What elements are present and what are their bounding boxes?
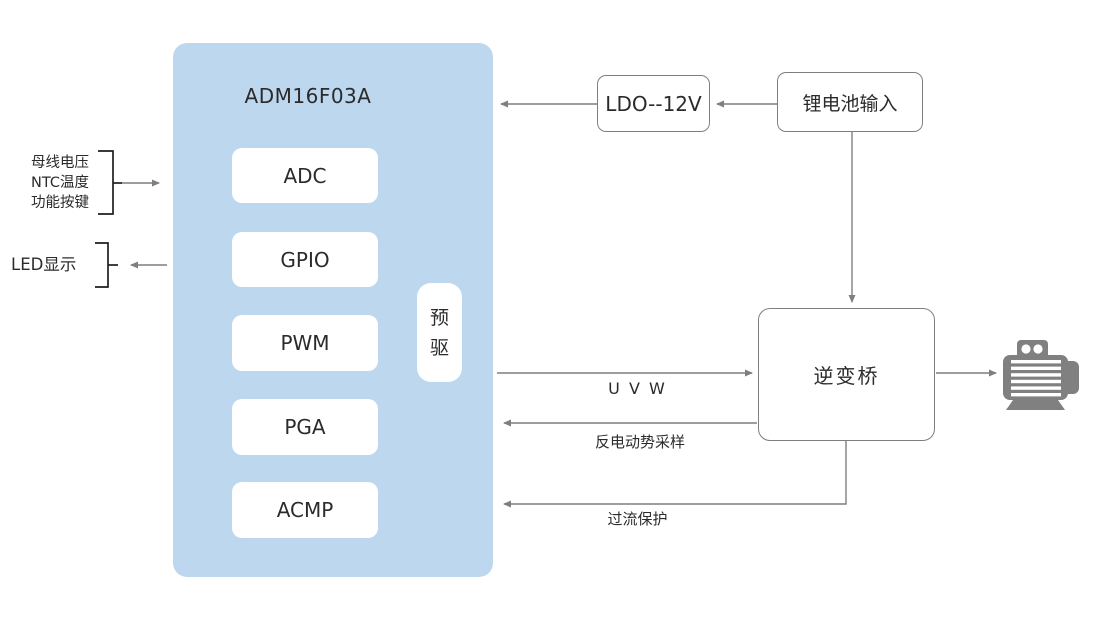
mcu-title: ADM16F03A <box>244 84 372 108</box>
battery-label: 锂电池输入 <box>802 92 898 115</box>
ocp-label: 过流保护 <box>607 510 668 528</box>
module-predriver: 预驱 <box>417 283 462 382</box>
mcu-block: ADM16F03A ADC GPIO PWM PGA ACMP 预驱 <box>173 43 493 577</box>
module-adc: ADC <box>232 148 378 203</box>
inverter-bridge-label: 逆变桥 <box>813 364 880 388</box>
input-signal-group: 母线电压 NTC温度 功能按键 <box>31 153 111 213</box>
inverter-bridge-box: 逆变桥 <box>758 308 935 441</box>
ldo-label: LDO--12V <box>605 91 702 116</box>
battery-input-box: 锂电池输入 <box>777 72 923 132</box>
predriver-label: 预驱 <box>429 306 449 359</box>
module-gpio: GPIO <box>232 232 378 287</box>
motor-icon <box>1003 340 1079 410</box>
module-pga: PGA <box>232 399 378 455</box>
module-pwm: PWM <box>232 315 378 371</box>
ldo-box: LDO--12V <box>597 75 710 132</box>
uvw-label: U V W <box>608 379 667 398</box>
led-display-label: LED显示 <box>11 255 77 274</box>
input-line-bus-voltage: 母线电压 <box>31 155 89 171</box>
bemf-label: 反电动势采样 <box>594 433 685 451</box>
input-line-func-keys: 功能按键 <box>31 195 89 211</box>
module-acmp: ACMP <box>232 482 378 538</box>
input-line-ntc-temp: NTC温度 <box>31 175 89 191</box>
